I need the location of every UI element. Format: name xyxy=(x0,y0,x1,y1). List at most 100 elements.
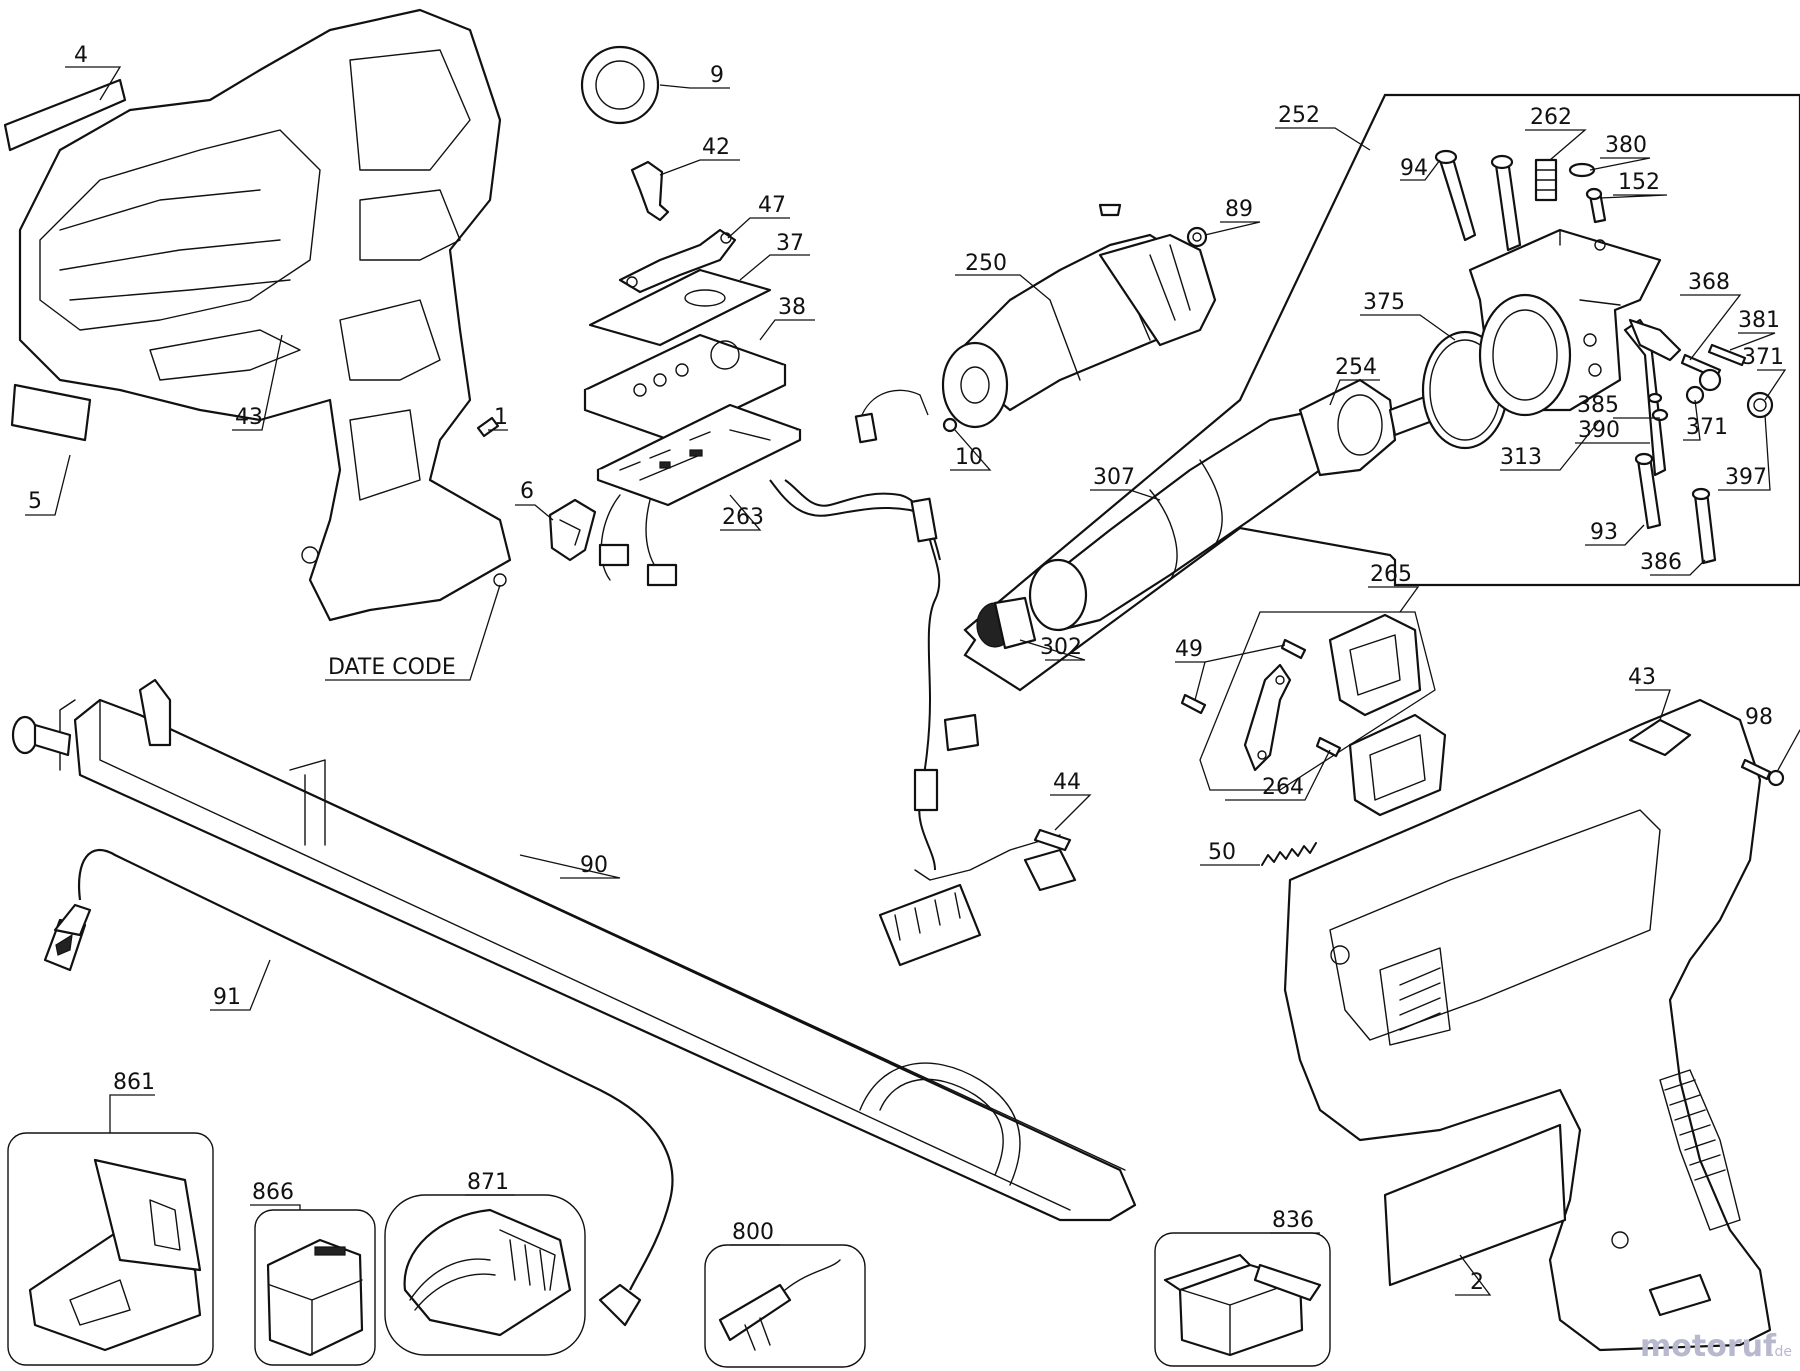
label-43b: 43 xyxy=(1628,665,1656,690)
label-262: 262 xyxy=(1530,105,1572,130)
label-375: 375 xyxy=(1363,290,1405,315)
label-90: 90 xyxy=(580,853,608,878)
label-800: 800 xyxy=(732,1220,774,1245)
label-93: 93 xyxy=(1590,520,1618,545)
screw-386 xyxy=(1691,487,1717,565)
label-371a: 371 xyxy=(1742,345,1784,370)
label-6: 6 xyxy=(520,479,534,504)
bushing-302 xyxy=(976,596,1037,650)
link-plate-49 xyxy=(1243,663,1292,772)
wire-harness xyxy=(769,389,980,871)
rivet-89 xyxy=(1186,226,1208,248)
label-4: 4 xyxy=(74,43,88,68)
label-871: 871 xyxy=(467,1170,509,1195)
label-861: 861 xyxy=(113,1070,155,1095)
housing-left-icon xyxy=(18,8,512,622)
label-264: 264 xyxy=(1262,775,1304,800)
spring-262 xyxy=(1534,158,1558,202)
label-42: 42 xyxy=(702,135,730,160)
label-385: 385 xyxy=(1577,393,1619,418)
label-37: 37 xyxy=(776,231,804,256)
label-98: 98 xyxy=(1745,705,1773,730)
pin-152 xyxy=(1585,187,1607,224)
grease-tube-90 xyxy=(59,678,1137,1222)
pin-1 xyxy=(476,416,500,438)
part-labels: 4 5 43 1 6 DATE CODE 9 42 47 37 38 263 1… xyxy=(28,43,1784,1295)
label-plate-5 xyxy=(10,383,92,442)
label-43a: 43 xyxy=(235,405,263,430)
screw-long-upper xyxy=(1490,154,1522,252)
label-265: 265 xyxy=(1370,562,1412,587)
watermark: motoruf .de xyxy=(1640,1329,1792,1364)
label-47: 47 xyxy=(758,193,786,218)
washer-385-small xyxy=(1647,392,1663,404)
label-1: 1 xyxy=(494,405,508,430)
screw-94 xyxy=(1434,149,1477,242)
label-91: 91 xyxy=(213,985,241,1010)
housing-block-313 xyxy=(1468,228,1662,417)
label-371b: 371 xyxy=(1686,415,1728,440)
label-302: 302 xyxy=(1040,635,1082,660)
label-368: 368 xyxy=(1688,270,1730,295)
leader-lines xyxy=(25,66,1800,1296)
clip-42 xyxy=(630,160,670,222)
spacer-371a xyxy=(1698,368,1722,392)
label-307: 307 xyxy=(1093,465,1135,490)
label-38: 38 xyxy=(778,295,806,320)
usb-cable-91 xyxy=(43,848,674,1327)
spring-50 xyxy=(1261,842,1317,866)
label-date-code: DATE CODE xyxy=(328,655,456,680)
label-263: 263 xyxy=(722,505,764,530)
trigger-6 xyxy=(548,498,597,562)
subassembly-265-frame xyxy=(1199,611,1436,791)
label-152: 152 xyxy=(1618,170,1660,195)
label-plate-4 xyxy=(3,78,127,152)
label-252: 252 xyxy=(1278,103,1320,128)
label-381: 381 xyxy=(1738,308,1780,333)
rivet-small xyxy=(1098,203,1122,217)
toolbox-836 xyxy=(1154,1232,1331,1367)
charger-871 xyxy=(384,1194,586,1356)
label-250: 250 xyxy=(965,251,1007,276)
washer-380 xyxy=(1568,162,1596,178)
label-386: 386 xyxy=(1640,550,1682,575)
screw-98 xyxy=(1740,758,1785,787)
grease-nozzle-800 xyxy=(704,1244,866,1368)
lever-385 xyxy=(1623,318,1682,477)
switch-plate-38 xyxy=(583,333,787,442)
contact-44 xyxy=(1023,828,1077,892)
carrying-case-861 xyxy=(7,1132,214,1366)
screw-93 xyxy=(1634,452,1662,530)
washer-9 xyxy=(580,45,660,125)
ring-gear-254 xyxy=(1298,378,1437,477)
switch-264 xyxy=(1348,713,1447,817)
switch-265 xyxy=(1328,613,1422,717)
label-50: 50 xyxy=(1208,840,1236,865)
screw-10 xyxy=(942,417,958,433)
gear-cylinder-307 xyxy=(1028,408,1342,632)
pin-264 xyxy=(1315,736,1342,758)
pin-49a xyxy=(1280,638,1307,660)
label-5: 5 xyxy=(28,489,42,514)
label-49: 49 xyxy=(1175,637,1203,662)
pin-49b xyxy=(1180,693,1207,715)
label-390: 390 xyxy=(1578,418,1620,443)
wire-connectors xyxy=(598,494,678,587)
label-89: 89 xyxy=(1225,197,1253,222)
end-cap-left xyxy=(11,715,72,757)
terminal-block xyxy=(878,834,1061,967)
label-866: 866 xyxy=(252,1180,294,1205)
battery-866 xyxy=(254,1209,376,1366)
gasket-37 xyxy=(588,268,772,347)
label-9: 9 xyxy=(710,63,724,88)
circuit-board-263 xyxy=(596,403,802,507)
label-10: 10 xyxy=(955,445,983,470)
nut-397 xyxy=(1746,391,1774,419)
label-94: 94 xyxy=(1400,156,1428,181)
motor-250 xyxy=(941,233,1217,429)
label-313: 313 xyxy=(1500,445,1542,470)
label-397: 397 xyxy=(1725,465,1767,490)
watermark-brand: motoruf xyxy=(1640,1329,1777,1364)
